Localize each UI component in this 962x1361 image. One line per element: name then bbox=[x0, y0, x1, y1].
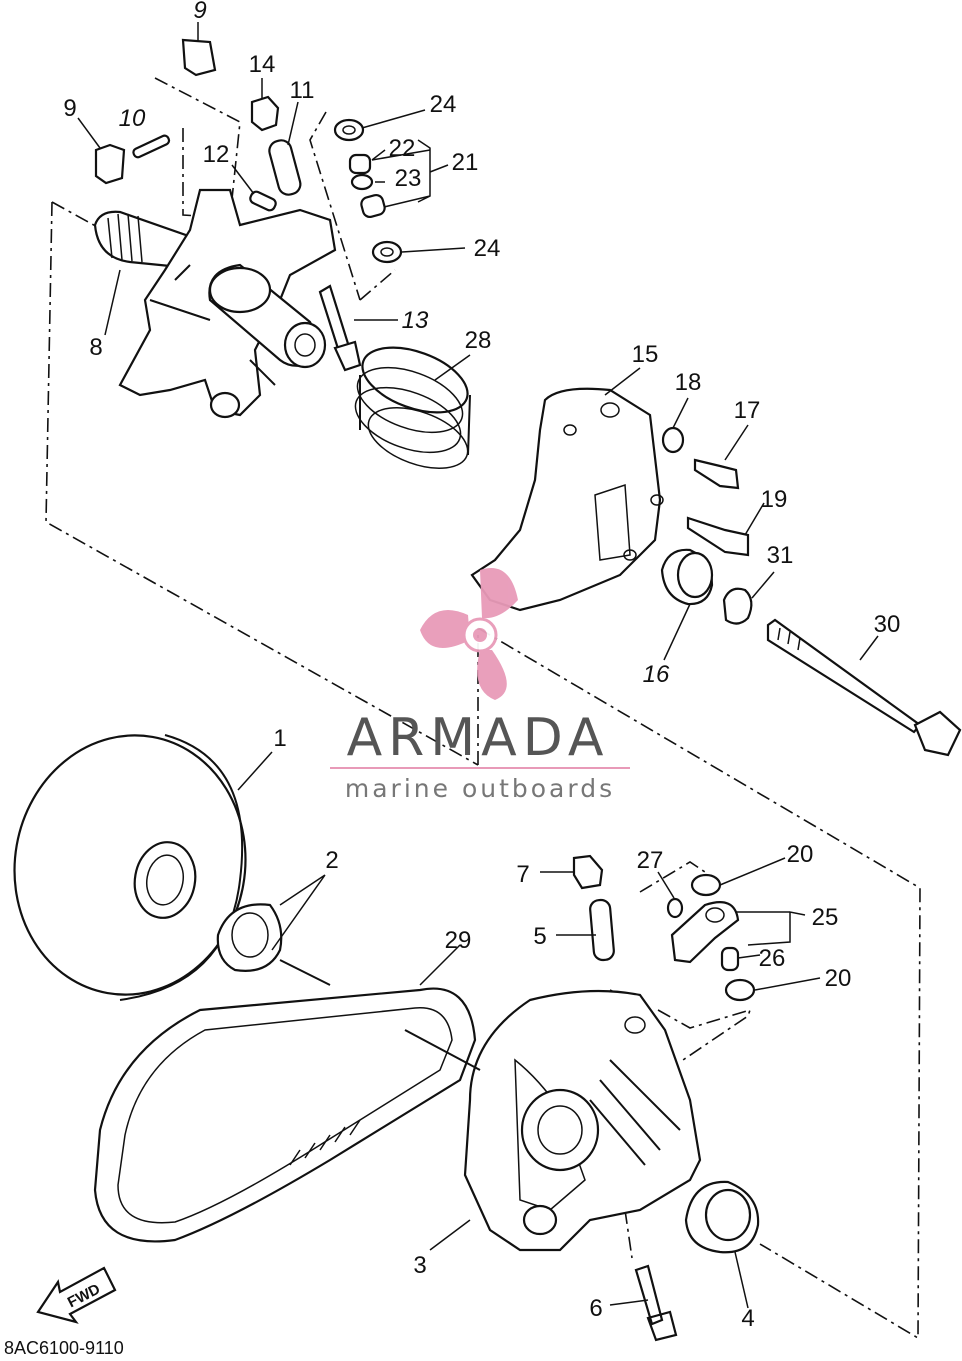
callout-29: 29 bbox=[445, 927, 472, 954]
spring-part-23 bbox=[350, 173, 374, 191]
sleeve-part-26 bbox=[720, 946, 740, 972]
callout-19: 19 bbox=[761, 486, 788, 513]
callout-18: 18 bbox=[675, 369, 702, 396]
washer-part-24b bbox=[371, 240, 403, 264]
pin-part-10 bbox=[132, 134, 171, 159]
callout-30: 30 bbox=[874, 611, 901, 638]
brand-tagline: marine outboards bbox=[345, 774, 615, 803]
callout-8: 8 bbox=[89, 334, 102, 361]
washer-part-20b bbox=[724, 978, 756, 1002]
callout-20a: 20 bbox=[787, 841, 814, 868]
callout-24b: 24 bbox=[474, 235, 501, 262]
washer-part-24a bbox=[333, 118, 365, 142]
callout-13: 13 bbox=[402, 307, 429, 334]
primary-sheave-part-8 bbox=[93, 188, 337, 419]
callout-31: 31 bbox=[767, 542, 794, 569]
seal-part-4 bbox=[684, 1180, 760, 1254]
sheave-part-1 bbox=[13, 734, 247, 1001]
sheave-housing-part-3 bbox=[463, 989, 702, 1252]
clip-part-9b bbox=[94, 143, 126, 185]
callout-26: 26 bbox=[759, 945, 786, 972]
bolt-part-17 bbox=[693, 458, 740, 490]
callout-20b: 20 bbox=[825, 965, 852, 992]
callout-21: 21 bbox=[452, 149, 479, 176]
washer-part-20a bbox=[690, 873, 722, 897]
callout-28: 28 bbox=[465, 327, 492, 354]
callout-15: 15 bbox=[632, 341, 659, 368]
callout-7: 7 bbox=[516, 861, 529, 888]
clip-part-9a bbox=[181, 38, 217, 77]
washer-part-18 bbox=[661, 426, 685, 454]
armada-logo bbox=[420, 568, 518, 700]
callout-27: 27 bbox=[637, 847, 664, 874]
roller-part-16 bbox=[660, 548, 714, 606]
collar-part-5 bbox=[589, 898, 615, 962]
callout-5: 5 bbox=[533, 923, 546, 950]
collar-part-11 bbox=[268, 139, 302, 196]
callout-25: 25 bbox=[812, 904, 839, 931]
cap-part-22 bbox=[348, 153, 372, 175]
callout-2: 2 bbox=[325, 847, 338, 874]
forward-arrow-icon: FWD bbox=[36, 1266, 117, 1324]
bushing-part-2 bbox=[216, 903, 283, 972]
callout-17: 17 bbox=[734, 397, 761, 424]
callout-16: 16 bbox=[643, 661, 670, 688]
roller-part-12 bbox=[249, 190, 277, 212]
spring-part-28 bbox=[354, 346, 471, 469]
belt-part-29 bbox=[93, 987, 477, 1243]
bolt-part-6 bbox=[634, 1264, 678, 1342]
callout-1: 1 bbox=[273, 725, 286, 752]
callout-10: 10 bbox=[119, 105, 146, 132]
callout-3: 3 bbox=[413, 1252, 426, 1279]
pin-part-27 bbox=[666, 897, 684, 919]
bolt-part-19 bbox=[686, 516, 750, 557]
weight-part-25 bbox=[670, 901, 740, 964]
callout-22: 22 bbox=[389, 135, 416, 162]
brand-name: ARMADA bbox=[347, 708, 610, 768]
callout-14: 14 bbox=[249, 51, 276, 78]
leader-lines bbox=[77, 22, 879, 1309]
callout-11: 11 bbox=[290, 77, 315, 104]
callout-4: 4 bbox=[741, 1305, 754, 1332]
callout-24a: 24 bbox=[430, 91, 457, 118]
washer-part-31 bbox=[722, 587, 753, 625]
nut-part-14 bbox=[250, 95, 280, 132]
diagram-code: 8AC6100-9110 bbox=[4, 1338, 124, 1358]
callout-23: 23 bbox=[395, 165, 422, 192]
sleeve-part-21 bbox=[360, 193, 386, 219]
callout-6: 6 bbox=[589, 1295, 602, 1322]
callout-9b: 9 bbox=[63, 95, 76, 122]
callout-12: 12 bbox=[203, 141, 230, 168]
callout-9a: 9 bbox=[193, 0, 206, 24]
small-parts-top bbox=[94, 38, 403, 372]
small-parts-bottom bbox=[572, 854, 756, 1002]
assembly-outline bbox=[45, 77, 921, 1340]
cover-part-15 bbox=[470, 387, 664, 612]
bolt-part-30 bbox=[766, 618, 962, 757]
nut-part-7 bbox=[572, 854, 604, 890]
callout-labels: 9 14 11 24 9 10 12 22 21 23 24 13 8 28 1… bbox=[63, 0, 900, 1332]
